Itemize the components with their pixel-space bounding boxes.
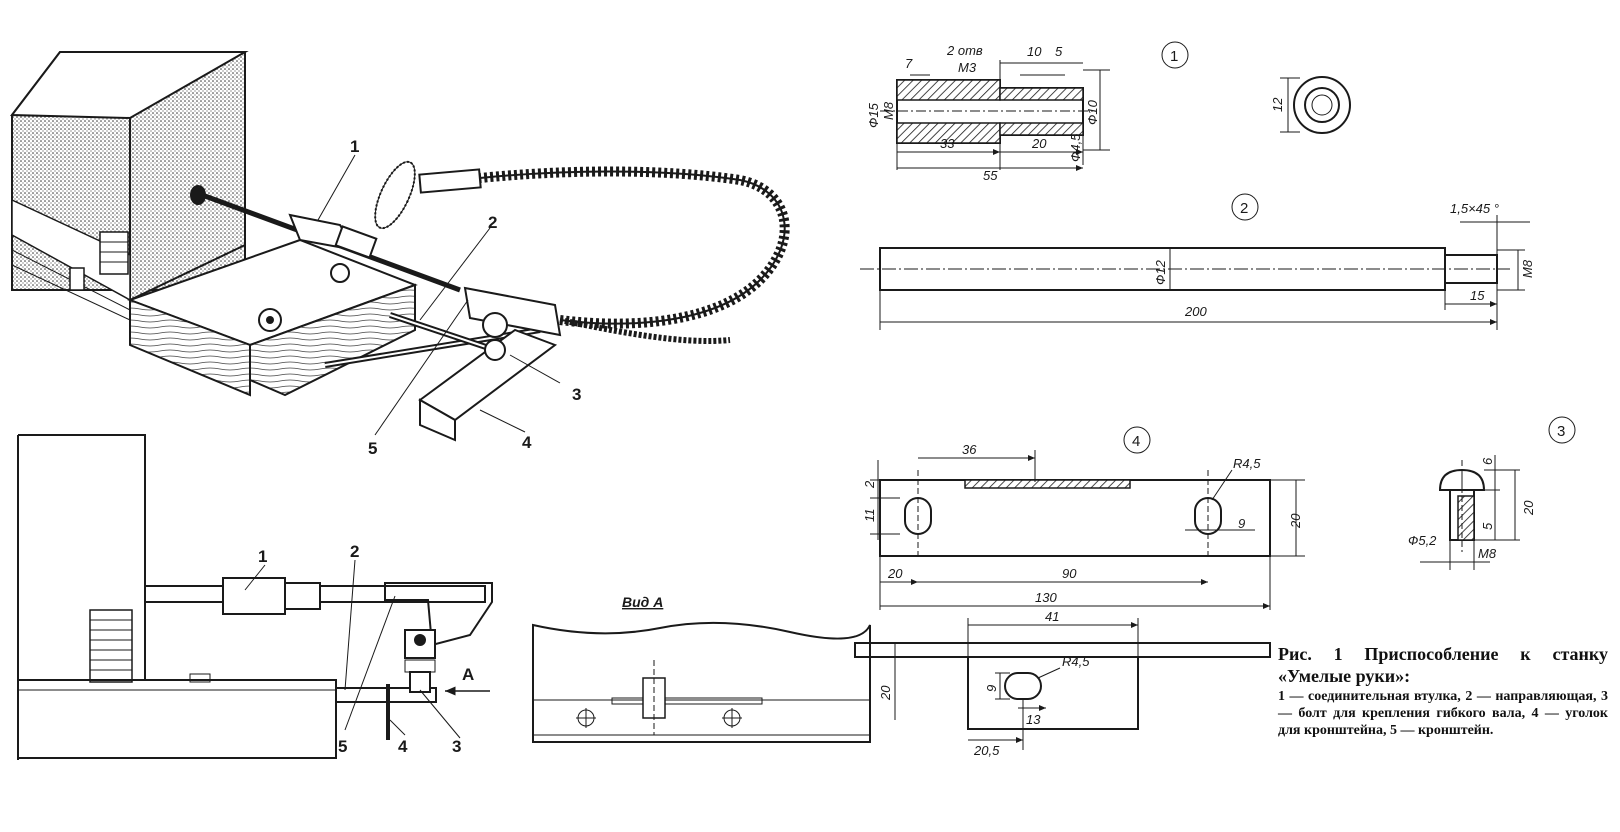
part-2-number: 2: [1240, 200, 1248, 217]
p1-dim-20: 20: [1031, 136, 1047, 151]
p1-dim-m8: М8: [881, 101, 896, 120]
callout-3: 3: [572, 385, 581, 404]
side-callout-1: 1: [258, 547, 267, 566]
view-a-title: Вид А: [622, 594, 663, 610]
p2-dim-chamfer: 1,5×45 °: [1450, 201, 1499, 216]
p4b-dim-205: 20,5: [973, 743, 1000, 758]
p1-dim-d15: Ф15: [866, 102, 881, 128]
p1-dim-m3: М3: [958, 60, 977, 75]
p3-dim-d52: Ф5,2: [1408, 533, 1437, 548]
assembly-side-view: А 1 2 3 4 5: [17, 434, 493, 760]
p2-dim-d12: Ф12: [1153, 259, 1168, 285]
callout-4: 4: [522, 433, 532, 452]
p4b-dim-r45: R4,5: [1062, 654, 1090, 669]
p4-dim-9: 9: [1238, 516, 1245, 531]
p2-dim-m8: М8: [1520, 259, 1535, 278]
part-4-angle: 4 36 R4,5 2 11 9 20 20 90 130: [854, 426, 1305, 758]
p2-dim-15: 15: [1470, 288, 1485, 303]
p1-dim-10: 10: [1027, 44, 1042, 59]
figure-caption: Рис. 1 Приспособление к станку «Умелые р…: [1278, 644, 1608, 740]
p4-dim-90: 90: [1062, 566, 1077, 581]
p1-dim-d45: Ф4,5: [1068, 133, 1083, 162]
side-callout-4: 4: [398, 737, 408, 756]
view-arrow-label: А: [462, 665, 474, 684]
p3-dim-20: 20: [1521, 500, 1536, 516]
side-callout-5: 5: [338, 737, 347, 756]
p1-dim-7: 7: [905, 56, 913, 71]
p3-dim-6: 6: [1480, 457, 1495, 465]
side-callout-2: 2: [350, 542, 359, 561]
p1-dim-5: 5: [1055, 44, 1063, 59]
caption-legend: 1 — соединительная втулка, 2 — направляю…: [1278, 689, 1608, 738]
part-3-bolt: 3 6 20 5 Ф5,2 М8: [1408, 416, 1576, 570]
p4-dim-r45: R4,5: [1233, 456, 1261, 471]
part-4-number: 4: [1132, 433, 1140, 450]
caption-title: Рис. 1 Приспособление к станку «Умелые р…: [1278, 644, 1608, 686]
p4-dim-130: 130: [1035, 590, 1057, 605]
p4b-dim-9: 9: [984, 685, 999, 692]
p4-dim-20: 20: [887, 566, 903, 581]
view-a: Вид А: [532, 594, 871, 743]
callout-5: 5: [368, 439, 377, 458]
part-1-number: 1: [1170, 48, 1178, 65]
p1-dim-holes: 2 отв: [946, 43, 983, 58]
p4b-dim-13: 13: [1026, 712, 1041, 727]
p4-dim-11: 11: [862, 509, 877, 523]
p2-dim-200: 200: [1184, 304, 1207, 319]
p4-dim-36: 36: [962, 442, 977, 457]
p1-dim-12: 12: [1270, 97, 1285, 112]
p4-dim-20h: 20: [1288, 513, 1303, 529]
part-3-number: 3: [1557, 423, 1565, 440]
callout-2: 2: [488, 213, 497, 232]
p3-dim-m8: М8: [1478, 546, 1497, 561]
part-2-guide-rod: 2 Ф12 М8 1,5×45 ° 15 200: [860, 193, 1535, 330]
p3-dim-5: 5: [1480, 522, 1495, 530]
assembly-perspective-view: 1 2 3 4 5: [10, 51, 790, 458]
callout-1: 1: [350, 137, 359, 156]
p4b-dim-41: 41: [1045, 609, 1059, 624]
side-callout-3: 3: [452, 737, 461, 756]
p4b-dim-20: 20: [878, 685, 893, 701]
p1-dim-55: 55: [983, 168, 998, 183]
part-1-coupling-sleeve: 1 7 2 отв М3 10 5 Ф15 М8 Ф10 Ф4,5 33 20 …: [866, 41, 1351, 183]
p1-dim-33: 33: [940, 136, 955, 151]
p1-dim-d10: Ф10: [1085, 99, 1100, 125]
p4-dim-2: 2: [862, 480, 877, 489]
